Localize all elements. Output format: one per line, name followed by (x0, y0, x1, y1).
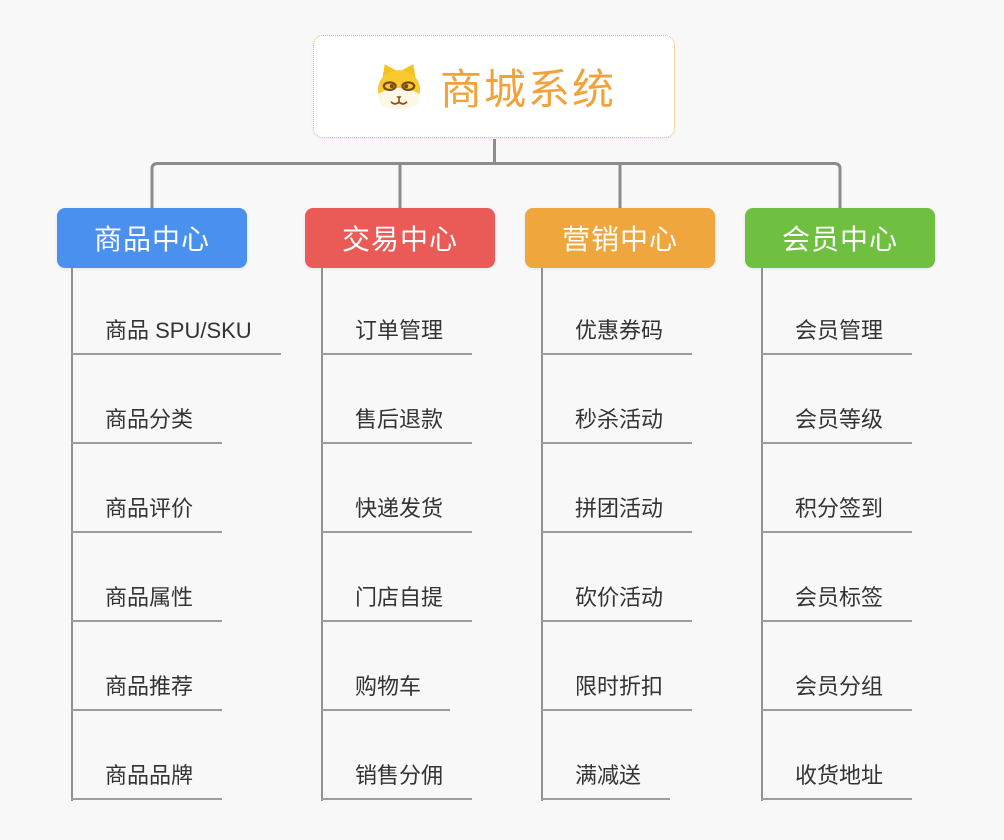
leaf-node[interactable]: 商品品牌 (71, 763, 223, 800)
branch-trunk-line (321, 268, 323, 801)
leaf-node[interactable]: 限时折扣 (541, 674, 693, 711)
branch-label: 会员中心 (781, 224, 898, 255)
branch-trunk-line (541, 268, 543, 801)
branch-label: 商品中心 (93, 224, 210, 255)
branch-trunk-line (761, 268, 763, 801)
branch-node-product-center[interactable]: 商品中心 (57, 208, 247, 268)
leaf-node[interactable]: 商品评价 (71, 496, 223, 533)
leaf-node[interactable]: 秒杀活动 (541, 407, 693, 444)
branch-node-member-center[interactable]: 会员中心 (745, 208, 935, 268)
branch-node-trade-center[interactable]: 交易中心 (305, 208, 495, 268)
leaf-node[interactable]: 会员管理 (761, 318, 913, 355)
leaf-node[interactable]: 商品属性 (71, 585, 223, 622)
root-node[interactable]: 商城系统 (313, 35, 675, 138)
leaf-node[interactable]: 商品 SPU/SKU (71, 318, 281, 355)
leaf-node[interactable]: 快递发货 (321, 496, 473, 533)
branch-label: 营销中心 (561, 224, 678, 255)
branch-label: 交易中心 (341, 224, 458, 255)
leaf-node[interactable]: 会员等级 (761, 407, 913, 444)
leaf-node[interactable]: 销售分佣 (321, 763, 473, 800)
tree-connector-lines (150, 139, 842, 208)
leaf-node[interactable]: 会员分组 (761, 674, 913, 711)
leaf-node[interactable]: 积分签到 (761, 496, 913, 533)
branch-node-marketing-center[interactable]: 营销中心 (525, 208, 715, 268)
leaf-node[interactable]: 收货地址 (761, 763, 913, 800)
leaf-node[interactable]: 商品分类 (71, 407, 223, 444)
leaf-node[interactable]: 满减送 (541, 763, 671, 800)
branch-trunk-line (71, 268, 73, 801)
root-title: 商城系统 (439, 66, 616, 113)
leaf-node[interactable]: 门店自提 (321, 585, 473, 622)
leaf-node[interactable]: 商品推荐 (71, 674, 223, 711)
leaf-node[interactable]: 售后退款 (321, 407, 473, 444)
leaf-node[interactable]: 会员标签 (761, 585, 913, 622)
leaf-node[interactable]: 拼团活动 (541, 496, 693, 533)
leaf-node[interactable]: 砍价活动 (541, 585, 693, 622)
leaf-node[interactable]: 购物车 (321, 674, 451, 711)
doge-icon (377, 63, 421, 109)
leaf-node[interactable]: 优惠券码 (541, 318, 693, 355)
leaf-node[interactable]: 订单管理 (321, 318, 473, 355)
